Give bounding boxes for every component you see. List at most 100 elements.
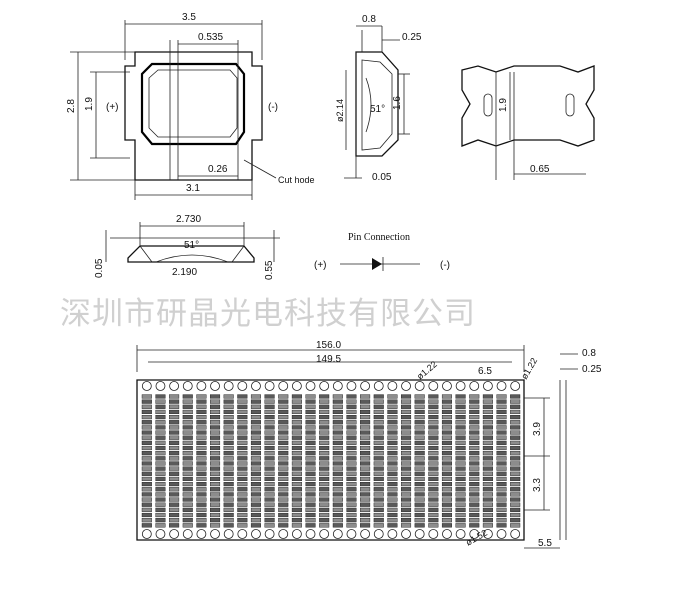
tape-pocket — [210, 420, 221, 425]
sprocket-hole — [428, 529, 439, 539]
tape-pocket — [291, 507, 302, 512]
tape-pocket — [373, 466, 384, 471]
tape-pocket — [223, 512, 234, 518]
tape-pocket — [401, 430, 412, 435]
tape-pocket — [346, 476, 357, 482]
tape-pocket — [210, 492, 221, 497]
tape-pocket — [291, 502, 302, 507]
tape-pocket — [278, 415, 289, 420]
tape-pocket — [305, 440, 316, 445]
tape-pocket — [360, 430, 371, 435]
tape-pocket — [510, 502, 521, 507]
tape-pocket — [455, 512, 466, 518]
tape-pocket — [141, 440, 152, 445]
tape-pocket — [155, 456, 166, 461]
tape-pocket — [210, 461, 221, 466]
tape-pocket — [469, 482, 480, 487]
sprocket-hole — [210, 529, 220, 539]
tape-pocket — [305, 445, 316, 451]
tape-pocket — [360, 518, 371, 523]
tape-pocket — [141, 394, 152, 399]
tape-pocket — [182, 394, 193, 399]
tape-pocket — [387, 420, 398, 425]
tape-pocket — [250, 466, 261, 471]
tape-pocket — [346, 435, 357, 440]
sprocket-hole — [264, 529, 275, 539]
tape-pocket — [360, 482, 371, 487]
sprocket-hole — [496, 381, 507, 391]
tape-pocket — [169, 425, 180, 430]
sprocket-hole — [196, 381, 207, 391]
tape-pocket — [360, 399, 371, 404]
tape-pocket — [441, 502, 452, 507]
tape-pocket — [196, 487, 207, 492]
tape-pocket — [496, 461, 507, 466]
tape-pocket — [210, 399, 221, 404]
tape-pocket — [305, 430, 316, 435]
tape-pocket — [196, 409, 207, 415]
tape-pocket — [196, 512, 207, 518]
tape-pocket — [169, 461, 180, 466]
tape-pocket — [510, 425, 521, 430]
tape-pocket — [210, 507, 221, 512]
tape-pocket — [482, 492, 493, 497]
tape-pocket — [155, 425, 166, 430]
tape-pocket — [332, 512, 343, 518]
tape-pocket — [332, 502, 343, 507]
tape-pocket — [428, 440, 439, 445]
tape-pocket — [387, 425, 398, 430]
tape-pocket — [373, 523, 384, 528]
tape-pocket — [414, 497, 425, 502]
tape-pocket — [414, 420, 425, 425]
tape-pocket — [155, 415, 166, 420]
tape-pocket — [237, 420, 248, 425]
tape-pocket — [141, 404, 152, 409]
tape-pocket — [373, 471, 384, 476]
tape-pocket — [305, 502, 316, 507]
tape-pocket — [278, 466, 289, 471]
tape-pocket — [387, 440, 398, 445]
tape-pocket — [346, 456, 357, 461]
tape-pocket — [496, 456, 507, 461]
tape-pocket — [223, 420, 234, 425]
tape-pocket — [346, 409, 357, 415]
tape-pocket — [264, 399, 275, 404]
tape-pocket — [346, 523, 357, 528]
tape-pocket — [441, 482, 452, 487]
tape-pocket — [401, 471, 412, 476]
sprocket-hole — [223, 381, 234, 391]
tape-pocket — [373, 512, 384, 518]
tape-pocket — [278, 512, 289, 518]
tape-pocket — [428, 518, 439, 523]
tape-pocket — [401, 420, 412, 425]
sprocket-hole — [332, 381, 343, 391]
tape-pocket — [373, 497, 384, 502]
tape-pocket — [496, 487, 507, 492]
sprocket-hole — [373, 381, 384, 391]
tape-pocket — [182, 404, 193, 409]
sprocket-hole — [291, 381, 302, 391]
tape-pocket — [223, 451, 234, 456]
tape-pocket — [155, 507, 166, 512]
tape-pocket — [250, 487, 261, 492]
tape-pocket — [182, 507, 193, 512]
tape-pocket — [319, 497, 330, 502]
sprocket-hole — [155, 381, 166, 391]
dim-top-height-inner: 1.9 — [84, 97, 95, 111]
sprocket-hole — [278, 381, 289, 391]
tape-pocket — [401, 394, 412, 399]
tape-pocket — [332, 518, 343, 523]
tape-pocket — [469, 466, 480, 471]
tape-pocket — [441, 471, 452, 476]
tape-pocket — [428, 420, 439, 425]
tape-pocket — [360, 502, 371, 507]
tape-pocket — [346, 502, 357, 507]
tape-pocket — [387, 466, 398, 471]
tape-pocket — [510, 518, 521, 523]
tape-pocket — [414, 430, 425, 435]
tape-pocket — [455, 394, 466, 399]
tape-pocket — [278, 487, 289, 492]
dim-reel-row-bottom: 3.3 — [532, 478, 543, 492]
tape-pocket — [482, 425, 493, 430]
tape-pocket — [182, 409, 193, 415]
